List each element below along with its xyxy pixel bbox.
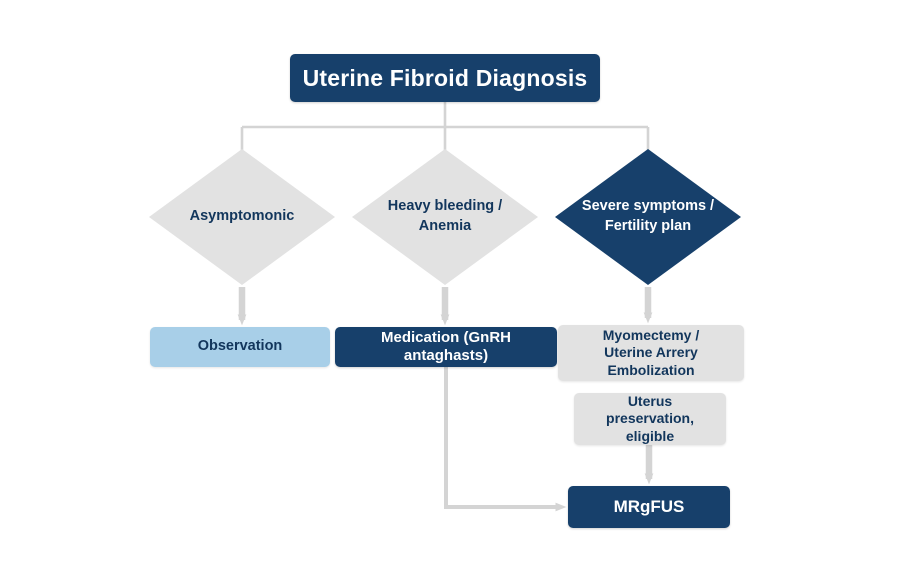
node-heavy-bleeding-line1: Heavy bleeding / — [387, 198, 503, 215]
node-mrgfus[interactable]: MRgFUS — [568, 486, 730, 528]
node-uterus-preservation-label: Uterus preservation, eligible — [574, 393, 726, 444]
node-myomectomy-line1: Myomectemy / — [602, 327, 700, 344]
node-observation-label: Observation — [197, 338, 283, 355]
node-heavy-bleeding-line2: Anemia — [418, 218, 472, 234]
edge-medication-to-mrgfus — [444, 367, 567, 512]
node-medication[interactable]: Medication (GnRH antaghasts) — [335, 327, 557, 367]
node-heavy-bleeding[interactable]: Heavy bleeding / Anemia — [352, 149, 538, 285]
node-myomectomy[interactable]: Myomectemy / Uterine Arrery Embolization — [558, 325, 744, 381]
node-severe-symptoms-line2: Fertility plan — [604, 218, 692, 234]
node-severe-symptoms[interactable]: Severe symptoms / Fertility plan — [555, 149, 741, 285]
node-myomectomy-label: Myomectemy / Uterine Arrery Embolization — [558, 327, 744, 378]
node-severe-symptoms-line1: Severe symptoms / — [581, 198, 715, 215]
node-medication-label: Medication (GnRH antaghasts) — [381, 328, 511, 364]
node-heavy-bleeding-label: Heavy bleeding / Anemia — [378, 197, 513, 236]
node-observation[interactable]: Observation — [150, 327, 330, 367]
node-severe-symptoms-label: Severe symptoms / Fertility plan — [581, 197, 716, 236]
node-asymptomatic-label: Asymptomonic — [189, 208, 295, 225]
node-title-label: Uterine Fibroid Diagnosis — [302, 64, 588, 91]
node-myomectomy-line2: Uterine Arrery Embolization — [604, 344, 698, 378]
node-asymptomatic[interactable]: Asymptomonic — [149, 149, 335, 285]
node-uterus-preservation[interactable]: Uterus preservation, eligible — [574, 393, 726, 445]
node-mrgfus-label: MRgFUS — [613, 496, 685, 516]
node-title[interactable]: Uterine Fibroid Diagnosis — [290, 54, 600, 102]
node-uterus-preservation-line1: Uterus preservation, — [606, 393, 694, 427]
node-uterus-preservation-line2: eligible — [625, 427, 675, 444]
